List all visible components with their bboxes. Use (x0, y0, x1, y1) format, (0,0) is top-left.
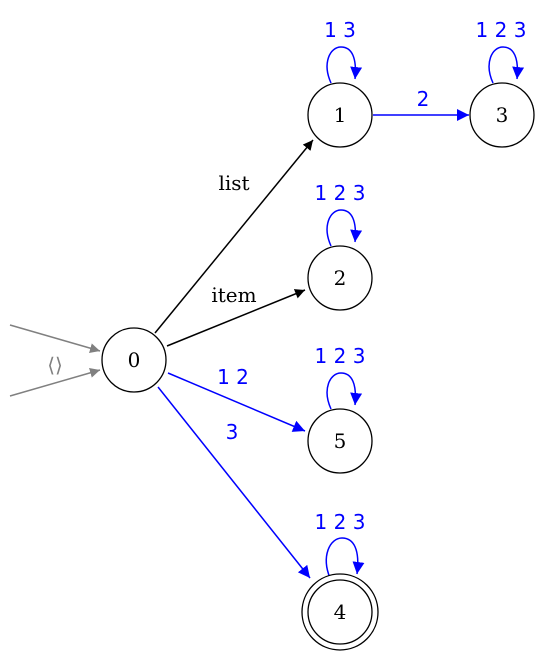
loop-1-label: 1 3 (324, 18, 356, 42)
loop-2: 1 2 3 (315, 181, 366, 247)
node-3-label: 3 (496, 103, 509, 127)
loop-5-label: 1 2 3 (315, 344, 366, 368)
edge-0-1-label: list (218, 171, 249, 195)
node-4-inner-circle (307, 579, 373, 645)
edge-0-1-line (154, 139, 314, 334)
loop-1: 1 3 (324, 18, 363, 84)
node-4-accepting: 4 (301, 573, 379, 651)
node-1-circle (307, 82, 373, 148)
loop-5: 1 2 3 (315, 344, 366, 410)
node-0: 0 (101, 327, 167, 393)
initial-arrows: ⟨⟩ (9, 324, 101, 397)
node-5-label: 5 (334, 429, 347, 453)
loop-4: 1 2 3 (315, 510, 366, 579)
edge-1-3-label: 2 (417, 87, 430, 111)
loop-2-label: 1 2 3 (315, 181, 366, 205)
initial-arrow-bottom (9, 367, 101, 397)
node-0-label: 0 (128, 348, 141, 372)
node-2: 2 (307, 245, 373, 311)
edge-0-2-line (166, 289, 306, 347)
node-3: 3 (469, 82, 535, 148)
edge-0-4: 3 (157, 386, 311, 579)
edge-0-2: item (166, 283, 306, 347)
loop-4-path (325, 537, 365, 579)
loop-3-label: 1 2 3 (476, 18, 527, 42)
edge-1-3: 2 (373, 87, 469, 121)
edge-0-2-label: item (211, 283, 256, 307)
node-0-circle (101, 327, 167, 393)
node-5: 5 (307, 408, 373, 474)
node-1: 1 (307, 82, 373, 148)
node-2-label: 2 (334, 266, 347, 290)
edge-0-5-label: 1 2 (217, 365, 249, 389)
loop-5-path (326, 372, 363, 410)
loop-3-path (488, 46, 525, 84)
edge-0-1: list (154, 139, 314, 334)
edge-0-4-line (157, 386, 311, 579)
loop-3: 1 2 3 (476, 18, 527, 84)
node-3-circle (469, 82, 535, 148)
node-5-circle (307, 408, 373, 474)
node-2-circle (307, 245, 373, 311)
edge-0-4-label: 3 (226, 420, 239, 444)
edge-0-5-line (167, 372, 306, 432)
node-4-label: 4 (334, 600, 347, 624)
node-1-label: 1 (334, 103, 347, 127)
loop-2-path (326, 209, 363, 247)
loop-4-label: 1 2 3 (315, 510, 366, 534)
loop-1-path (326, 46, 363, 84)
initial-label: ⟨⟩ (47, 353, 63, 377)
edge-0-5: 1 2 (167, 365, 306, 432)
initial-arrow-top (9, 324, 101, 354)
